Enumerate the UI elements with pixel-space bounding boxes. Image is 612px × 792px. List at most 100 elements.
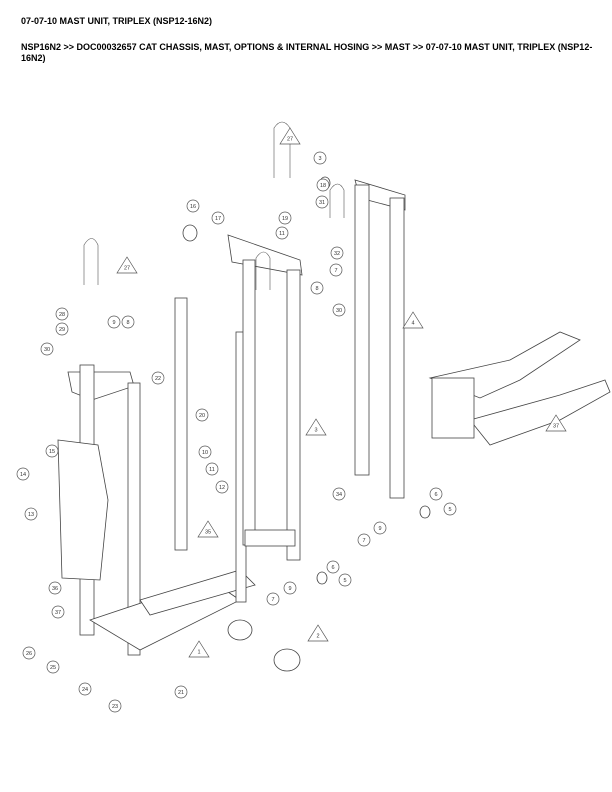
callout-circle <box>108 699 122 713</box>
callout-label: 6 <box>434 492 437 498</box>
callout-label: 7 <box>362 538 365 544</box>
callout-circle <box>205 462 219 476</box>
callout-30: 30 <box>332 303 346 317</box>
callout-9: 9 <box>283 581 297 595</box>
callout-triangle <box>279 127 301 145</box>
callout-24: 24 <box>78 682 92 696</box>
callout-16: 16 <box>186 199 200 213</box>
callout-22: 22 <box>151 371 165 385</box>
callout-circle <box>310 281 324 295</box>
callout-circle <box>357 533 371 547</box>
callout-label: 2 <box>316 633 319 639</box>
callout-triangle <box>197 520 219 538</box>
callout-circle <box>443 502 457 516</box>
callout-label: 27 <box>287 136 293 142</box>
callout-circle <box>338 573 352 587</box>
callout-14: 14 <box>16 467 30 481</box>
callout-circle <box>24 507 38 521</box>
callout-label: 34 <box>336 492 342 498</box>
callout-13: 13 <box>24 507 38 521</box>
callout-label: 26 <box>26 651 32 657</box>
page-title: 07-07-10 MAST UNIT, TRIPLEX (NSP12-16N2) <box>21 16 213 26</box>
callout-36: 36 <box>48 581 62 595</box>
callout-circle <box>329 263 343 277</box>
callout-circle <box>121 315 135 329</box>
callout-label: 11 <box>209 467 215 473</box>
callout-9: 9 <box>373 521 387 535</box>
callout-31: 31 <box>315 195 329 209</box>
callout-label: 35 <box>205 529 211 535</box>
callout-12: 12 <box>215 480 229 494</box>
callout-label: 11 <box>279 231 285 237</box>
callout-18: 18 <box>316 178 330 192</box>
callout-26: 26 <box>22 646 36 660</box>
callout-label: 36 <box>52 586 58 592</box>
callout-label: 23 <box>112 704 118 710</box>
callout-label: 22 <box>155 376 161 382</box>
callout-3: 3 <box>313 151 327 165</box>
callout-23: 23 <box>108 699 122 713</box>
callout-label: 15 <box>49 449 55 455</box>
callout-35: 35 <box>197 520 219 538</box>
callout-label: 30 <box>336 308 342 314</box>
callout-5: 5 <box>338 573 352 587</box>
callout-1: 1 <box>188 640 210 658</box>
callout-triangle <box>305 418 327 436</box>
callout-label: 7 <box>334 268 337 274</box>
callout-8: 8 <box>121 315 135 329</box>
callout-4: 4 <box>402 311 424 329</box>
callout-17: 17 <box>211 211 225 225</box>
callout-label: 28 <box>59 312 65 318</box>
callout-20: 20 <box>195 408 209 422</box>
callout-circle <box>332 487 346 501</box>
callout-2: 2 <box>307 624 329 642</box>
breadcrumb: NSP16N2 >> DOC00032657 CAT CHASSIS, MAST… <box>21 42 593 63</box>
callout-circle <box>330 246 344 260</box>
callout-label: 3 <box>314 427 317 433</box>
callout-label: 37 <box>553 423 559 429</box>
callout-6: 6 <box>326 560 340 574</box>
callout-19: 19 <box>278 211 292 225</box>
callout-37: 37 <box>545 414 567 432</box>
callout-label: 31 <box>319 200 325 206</box>
callout-label: 8 <box>126 320 129 326</box>
callout-label: 14 <box>20 472 26 478</box>
callout-circle <box>40 342 54 356</box>
callout-circle <box>78 682 92 696</box>
callout-triangle <box>188 640 210 658</box>
callout-circle <box>266 592 280 606</box>
callout-label: 32 <box>334 251 340 257</box>
callout-10: 10 <box>198 445 212 459</box>
callout-circle <box>278 211 292 225</box>
callout-32: 32 <box>330 246 344 260</box>
callout-label: 5 <box>448 507 451 513</box>
callout-circle <box>373 521 387 535</box>
callout-circle <box>326 560 340 574</box>
callout-label: 24 <box>82 687 88 693</box>
callout-label: 12 <box>219 485 225 491</box>
callout-circle <box>429 487 443 501</box>
callout-label: 7 <box>271 597 274 603</box>
callout-label: 13 <box>28 512 34 518</box>
callout-circle <box>275 226 289 240</box>
callout-label: 17 <box>215 216 221 222</box>
callout-circle <box>151 371 165 385</box>
callout-9: 9 <box>107 315 121 329</box>
callout-15: 15 <box>45 444 59 458</box>
callout-30: 30 <box>40 342 54 356</box>
callout-7: 7 <box>329 263 343 277</box>
callout-6: 6 <box>429 487 443 501</box>
callout-37: 37 <box>51 605 65 619</box>
callout-3: 3 <box>305 418 327 436</box>
callout-triangle <box>402 311 424 329</box>
callout-label: 4 <box>411 320 414 326</box>
callout-circle <box>195 408 209 422</box>
callout-circle <box>316 178 330 192</box>
callout-circle <box>55 322 69 336</box>
callout-label: 27 <box>124 265 130 271</box>
callout-circle <box>55 307 69 321</box>
callout-circle <box>315 195 329 209</box>
callout-label: 21 <box>178 690 184 696</box>
